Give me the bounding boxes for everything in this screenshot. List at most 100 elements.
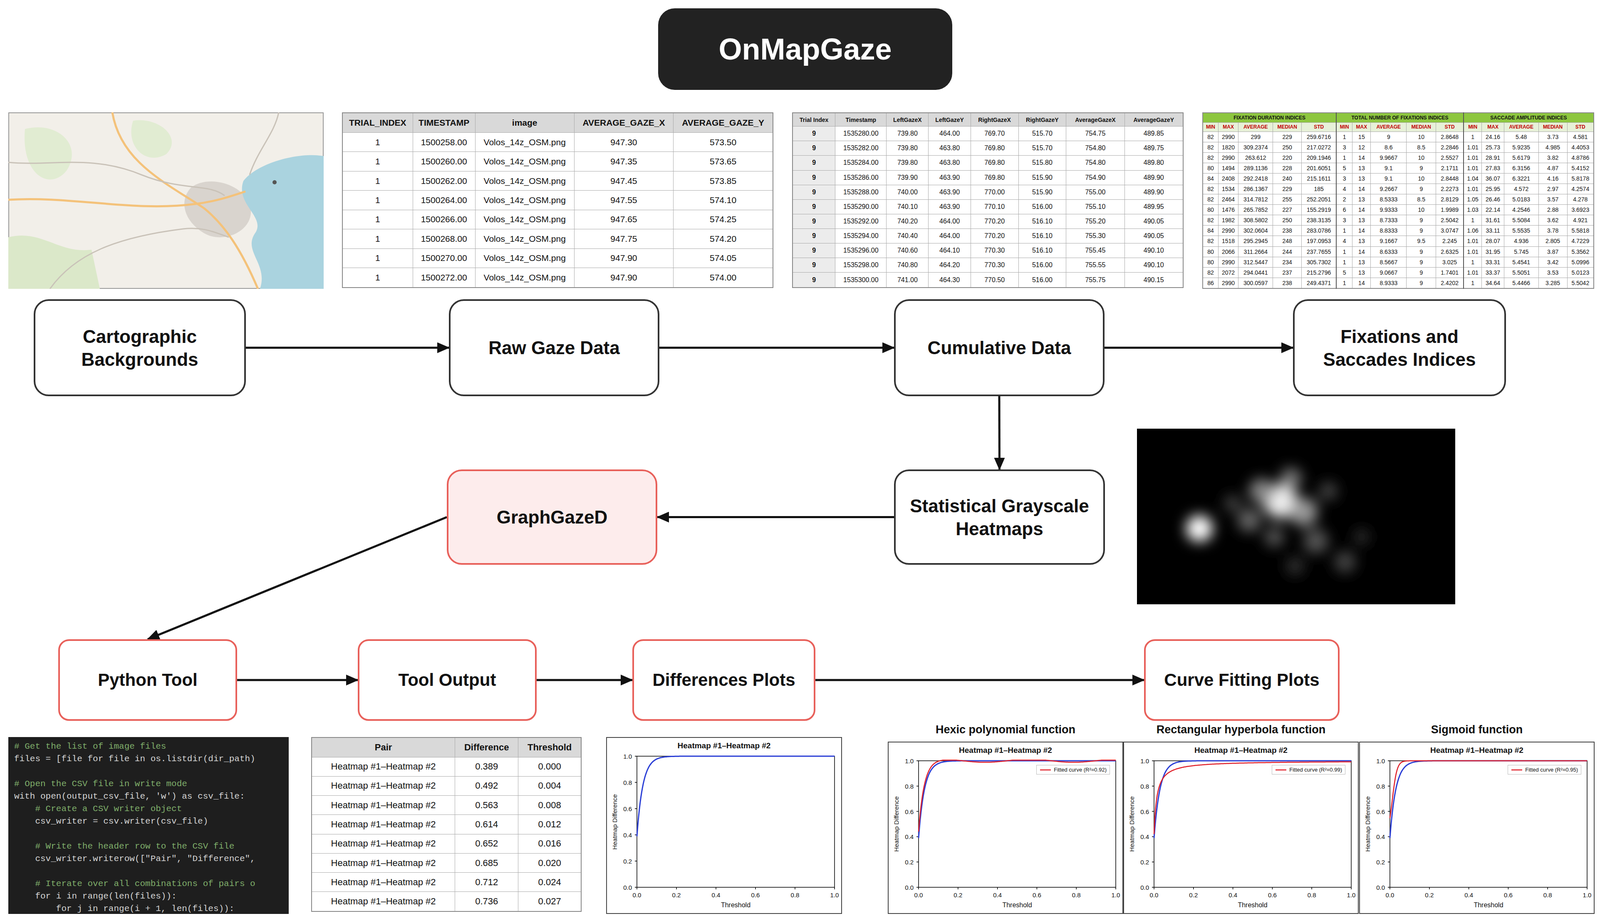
- table-row: 91535294.00740.40464.00770.20516.10755.3…: [792, 228, 1184, 244]
- tick-label: 0.4: [1140, 832, 1150, 840]
- table-cell: 2.8648: [1436, 131, 1464, 142]
- table-cell: 9: [1406, 277, 1437, 289]
- table-cell: 299: [1238, 131, 1274, 142]
- table-cell: 4.985: [1538, 142, 1568, 153]
- table-cell: 6.3156: [1503, 163, 1539, 174]
- tick-label: 1.0: [1582, 891, 1592, 899]
- table-cell: 739.90: [886, 170, 929, 185]
- table-cell: 302.0604: [1238, 225, 1274, 236]
- table-cell: 489.75: [1124, 141, 1184, 156]
- table-cell: 1.01: [1463, 235, 1482, 247]
- table-cell: 1.9989: [1436, 204, 1464, 216]
- graphic-part: [1468, 886, 1470, 890]
- table-cell: 1.04: [1463, 173, 1482, 184]
- table-row: 842990302.0604238283.07861148.833393.074…: [1202, 225, 1594, 236]
- table-cell: Heatmap #1–Heatmap #2: [311, 756, 456, 776]
- tick-label: 0.6: [751, 891, 761, 899]
- table-cell: 1535280.00: [835, 126, 887, 142]
- table-cell: 0.027: [518, 891, 582, 912]
- table-cell: 740.20: [886, 213, 929, 229]
- table-cell: 4.7229: [1567, 235, 1594, 247]
- box-label: Curve Fitting Plots: [1164, 668, 1320, 692]
- table-cell: 14: [1352, 152, 1371, 164]
- legend-sample: [1275, 767, 1287, 772]
- table-row: 91535282.00739.80463.80769.80515.70754.8…: [792, 141, 1184, 156]
- table-cell: 31.61: [1481, 215, 1504, 226]
- table-cell: 1: [1336, 246, 1353, 257]
- axis-title: Heatmap Difference: [892, 795, 900, 852]
- line-chart: Heatmap #1–Heatmap #2Heatmap DifferenceT…: [606, 736, 843, 914]
- graphic-part: [8, 162, 225, 196]
- table-row: 801494289.1136228201.60515139.192.17111.…: [1202, 163, 1594, 174]
- table-cell: 769.80: [970, 170, 1019, 185]
- table-cell: 283.0786: [1301, 225, 1337, 236]
- table-cell: 259.6716: [1301, 131, 1337, 142]
- table-cell: 82: [1202, 131, 1219, 142]
- table-cell: 26.46: [1481, 194, 1504, 205]
- table-cell: Heatmap #1–Heatmap #2: [311, 852, 456, 872]
- graphic-part: [1237, 508, 1261, 532]
- tick-label: 0.8: [1543, 891, 1553, 899]
- table-cell: 754.90: [1066, 170, 1125, 185]
- table-cell: 8.8333: [1370, 225, 1407, 236]
- code-line: csv_writer.writerow(["Pair", "Difference…: [14, 852, 283, 865]
- table-cell: 238.3135: [1301, 215, 1337, 226]
- graphic-part: [1429, 886, 1430, 890]
- table-cell: Volos_14z_OSM.png: [475, 190, 575, 210]
- table-cell: 305.7302: [1301, 256, 1337, 268]
- plot-heading: Rectangular hyperbola function: [1156, 723, 1326, 736]
- table-cell: 263.612: [1238, 152, 1274, 164]
- table-cell: STD: [1436, 122, 1464, 132]
- table-cell: 8.9333: [1370, 277, 1407, 289]
- table-cell: RightGazeX: [970, 112, 1019, 127]
- table-cell: 252.2051: [1301, 194, 1337, 205]
- table-cell: 8.5: [1406, 142, 1437, 153]
- tick-label: 0.2: [1140, 858, 1150, 866]
- table-cell: MIN: [1202, 122, 1219, 132]
- graphic-part: [997, 886, 999, 890]
- table-cell: 3: [1336, 142, 1353, 153]
- table-row: MINMAXAVERAGEMEDIANSTDMINMAXAVERAGEMEDIA…: [1202, 122, 1594, 132]
- legend-text: Fitted curve (R²=0.95): [1525, 766, 1578, 773]
- table-cell: 0.652: [455, 833, 519, 853]
- table-cell: LeftGazeX: [886, 112, 929, 127]
- flow-arrow: [536, 678, 633, 682]
- graphic-part: [1387, 760, 1390, 761]
- table-cell: AVERAGE_GAZE_Y: [673, 112, 773, 133]
- graphic-part: [715, 886, 717, 890]
- table-cell: 3.0747: [1436, 225, 1464, 236]
- tick-label: 1.0: [1140, 757, 1150, 765]
- table-cell: 10: [1406, 152, 1437, 164]
- graphic-part: [8, 191, 246, 207]
- table-cell: 0.563: [455, 795, 519, 815]
- table-cell: 490.05: [1124, 213, 1184, 229]
- graphic-part: [1036, 886, 1038, 890]
- graphic-part: [634, 755, 637, 757]
- table-cell: 1500258.00: [412, 132, 476, 152]
- table-cell: 3.6923: [1567, 204, 1594, 216]
- table-cell: 490.15: [1124, 272, 1184, 288]
- table-cell: 2.97: [1538, 183, 1568, 195]
- table-cell: 3.73: [1538, 131, 1568, 142]
- chart-graphics: [606, 737, 842, 913]
- graphic-part: [1354, 529, 1370, 545]
- chart-legend: Fitted curve (R²=0.99): [1271, 764, 1346, 775]
- plot-heading: Sigmoid function: [1431, 723, 1523, 736]
- graphic-part: [1232, 886, 1234, 890]
- table-cell: 2408: [1218, 173, 1239, 184]
- table-cell: 80: [1202, 163, 1219, 174]
- table-cell: 300.0597: [1238, 277, 1274, 289]
- table-cell: 234: [1273, 256, 1302, 268]
- graphic-part: [1154, 760, 1352, 887]
- graphic-part: [1350, 886, 1352, 890]
- table-cell: 1: [1336, 256, 1353, 268]
- table-cell: 220: [1273, 152, 1302, 164]
- chart-legend: Fitted curve (R²=0.95): [1507, 764, 1582, 775]
- code-line: # Write the header row to the CSV file: [14, 839, 283, 853]
- table-cell: 8.5333: [1370, 194, 1407, 205]
- table-cell: 0.024: [518, 872, 582, 892]
- flow-arrow: [998, 396, 1001, 470]
- table-cell: 9.0667: [1370, 267, 1407, 278]
- table-cell: 13: [1352, 215, 1371, 226]
